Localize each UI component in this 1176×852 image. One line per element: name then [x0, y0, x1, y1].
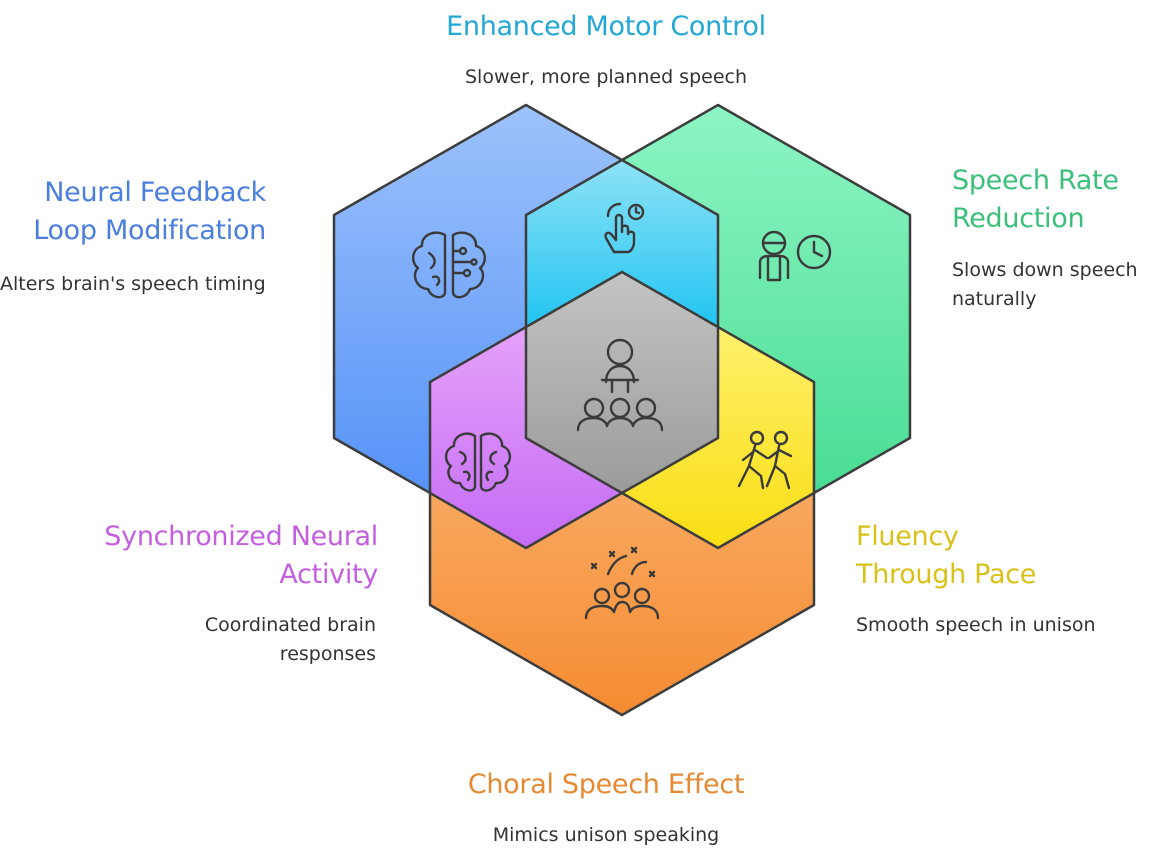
lower-left-description: Coordinated brain responses [204, 614, 376, 665]
overlap-blue-green [526, 160, 718, 327]
lower-right-description: Smooth speech in unison [856, 614, 1096, 636]
upper-left-description: Alters brain's speech timing [0, 273, 266, 295]
lower-left-title: Synchronized Neural Activity [104, 521, 378, 590]
touch-timer-icon [604, 202, 645, 254]
bottom-description: Mimics unison speaking [492, 824, 720, 846]
top-title: Enhanced Motor Control [446, 11, 766, 42]
brain-circuit-icon [412, 231, 486, 299]
speaker-audience-icon [576, 338, 664, 432]
brain-icon [444, 432, 512, 492]
overlap-center [526, 272, 718, 493]
bottom-title: Choral Speech Effect [467, 769, 745, 800]
upper-right-description: Slows down speech naturally [952, 259, 1138, 310]
group-celebration-icon [584, 546, 660, 620]
walking-pair-icon [737, 430, 793, 490]
person-clock-icon [758, 230, 832, 282]
top-description: Slower, more planned speech [464, 66, 748, 88]
upper-left-title: Neural Feedback Loop Modification [33, 177, 266, 246]
lower-right-title: Fluency Through Pace [856, 521, 1037, 590]
upper-right-title: Speech Rate Reduction [952, 165, 1119, 234]
